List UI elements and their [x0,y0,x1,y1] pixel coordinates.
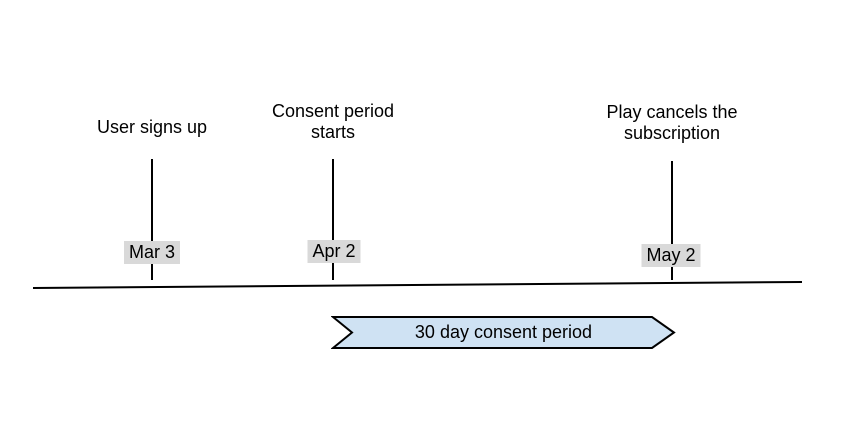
event-title-play-cancels-subscription: Play cancels the subscription [606,102,738,143]
event-date-badge-apr-2: Apr 2 [307,240,361,263]
event-title-consent-period-starts: Consent period starts [271,101,395,142]
event-tick-user-signs-up [151,159,153,280]
consent-period-banner-label: 30 day consent period [414,322,593,342]
event-tick-consent-period-starts [332,159,334,280]
event-tick-play-cancels-subscription [671,161,673,280]
event-date-badge-mar-3: Mar 3 [123,241,181,264]
event-date-badge-may-2: May 2 [641,244,701,267]
event-title-user-signs-up: User signs up [96,117,208,137]
consent-period-banner-shape [331,316,676,349]
